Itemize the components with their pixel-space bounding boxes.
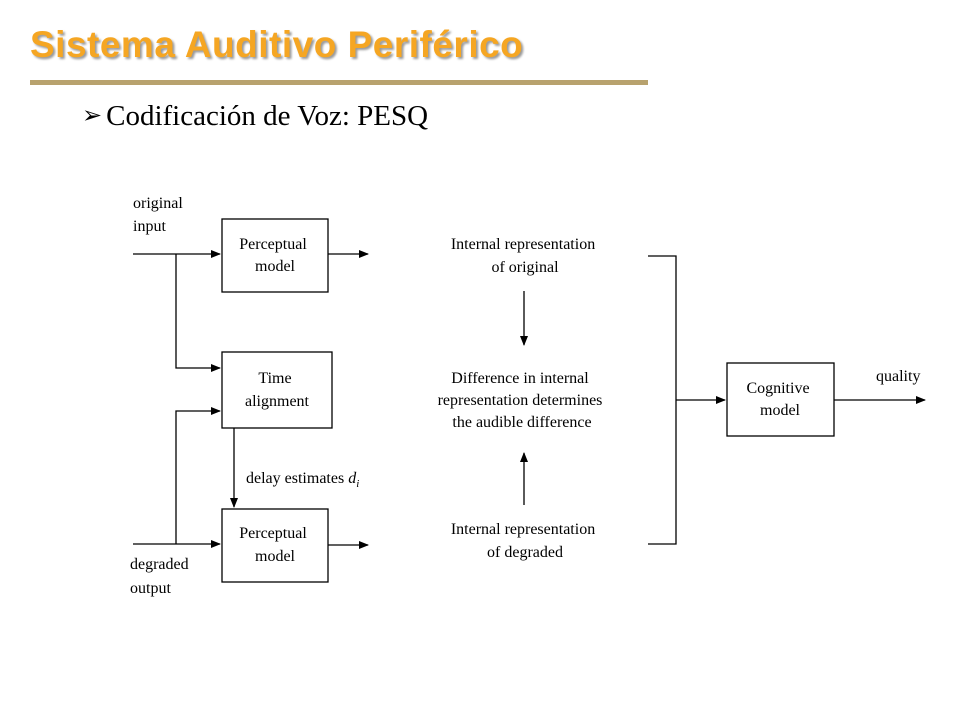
- degraded-output-line1: degraded: [130, 556, 189, 573]
- original-input-line2: input: [133, 218, 166, 235]
- original-input-line1: original: [133, 195, 183, 212]
- slide-title: Sistema Auditivo Periférico: [30, 24, 524, 65]
- time-alignment-box: [221, 351, 333, 429]
- perceptual-model-top-label: Perceptual model: [239, 236, 311, 275]
- input-to-alignment-connector: [175, 254, 221, 372]
- subtitle-text: Codificación de Voz: PESQ: [106, 100, 429, 132]
- perceptual-model-top-box: [221, 218, 329, 293]
- arrow-bullet-icon: ➢: [82, 101, 103, 129]
- representation-bracket: [648, 255, 677, 545]
- time-alignment-label: Time alignment: [245, 370, 310, 410]
- internal-original-label: Internal representation of original: [451, 236, 599, 276]
- quality-label: quality: [876, 368, 920, 385]
- perceptual-model-bottom-box: [221, 508, 329, 583]
- title-underline: [30, 80, 648, 85]
- cognitive-model-label: Cognitive model: [746, 380, 813, 419]
- degraded-output-line2: output: [130, 580, 171, 597]
- perceptual-model-bottom-label: Perceptual model: [239, 525, 311, 565]
- internal-degraded-label: Internal representation of degraded: [451, 521, 599, 561]
- output-to-alignment-connector: [175, 407, 221, 544]
- difference-label: Difference in internal representation de…: [438, 370, 607, 431]
- cognitive-model-box: [726, 362, 835, 437]
- subtitle: ➢Codificación de Voz: PESQ: [82, 100, 428, 133]
- degraded-output-label: degraded output: [130, 556, 193, 597]
- original-input-label: original input: [133, 195, 187, 235]
